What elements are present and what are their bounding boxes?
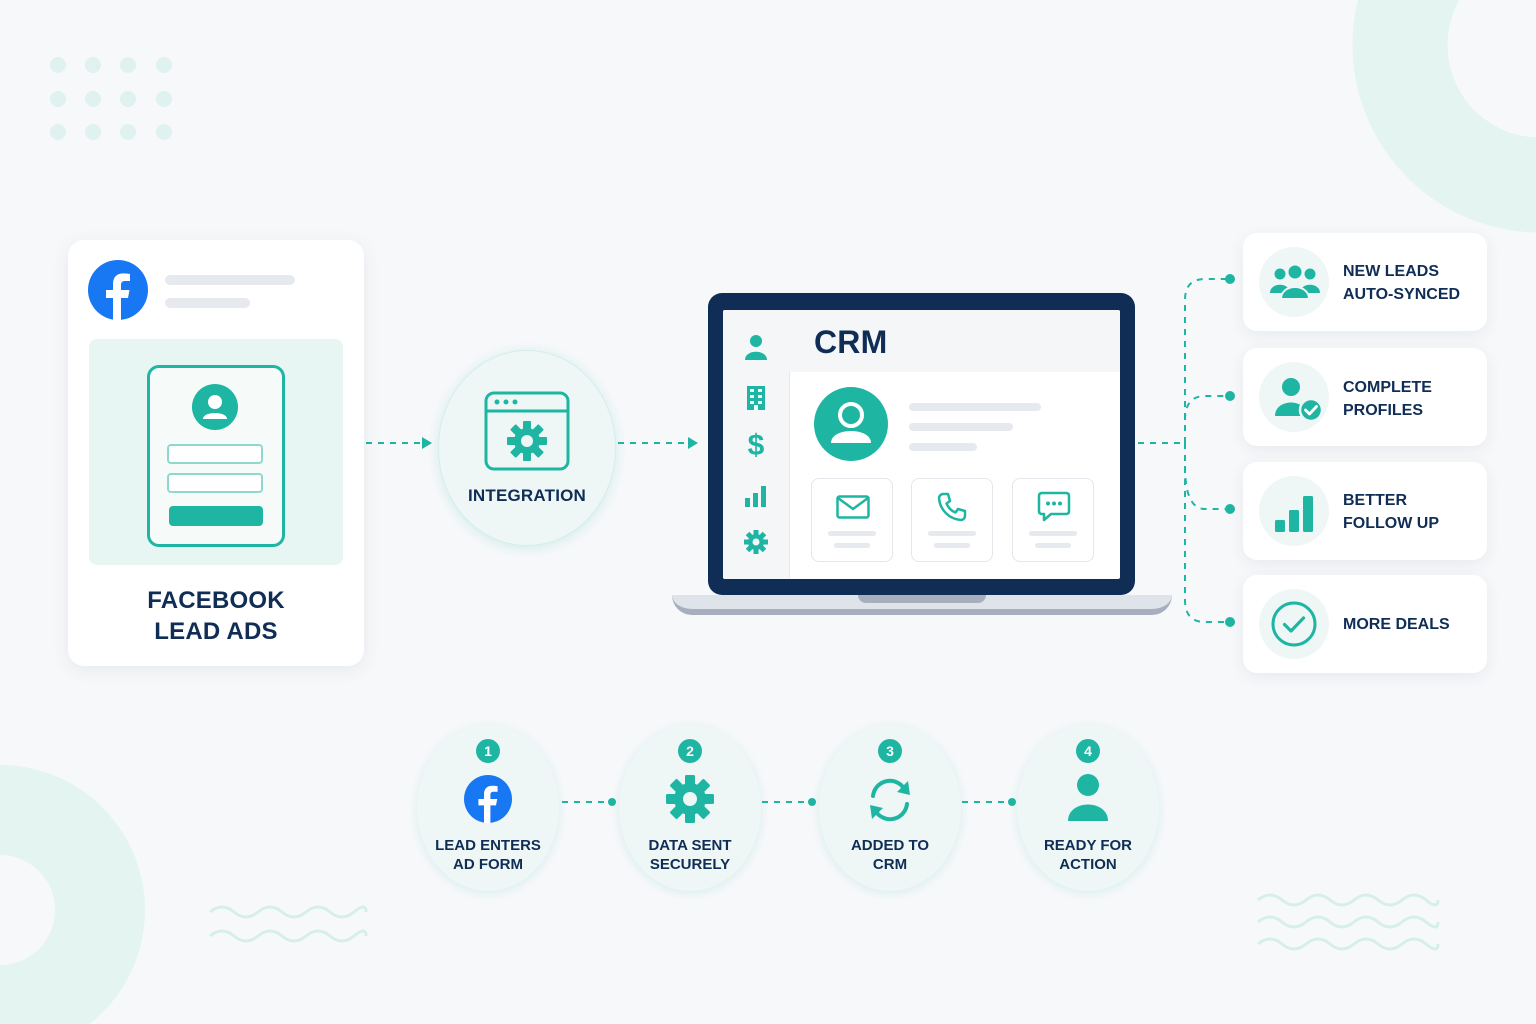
facebook-icon xyxy=(464,775,512,823)
placeholder-line xyxy=(834,543,870,548)
source-title: FACEBOOK LEAD ADS xyxy=(147,587,285,645)
placeholder-line xyxy=(165,275,295,285)
form-frame xyxy=(147,365,285,547)
placeholder-line xyxy=(1035,543,1071,548)
benefit-icon-wrap xyxy=(1259,247,1329,317)
gear-icon xyxy=(666,775,714,823)
crm-sidebar: $ xyxy=(723,310,790,579)
facebook-lead-ads-card: FACEBOOK LEAD ADS xyxy=(68,240,364,666)
form-input-field xyxy=(167,444,263,464)
user-avatar-icon xyxy=(192,384,238,430)
gear-icon xyxy=(744,530,768,554)
integration-node: INTEGRATION xyxy=(438,350,616,546)
facebook-icon xyxy=(88,260,148,320)
phone-icon xyxy=(937,492,967,522)
check-circle-icon xyxy=(1271,601,1317,647)
chat-action-card[interactable] xyxy=(1012,478,1094,562)
benefit-more-deals: MORE DEALS xyxy=(1243,575,1487,673)
step-number-badge: 1 xyxy=(476,739,500,763)
gear-window-icon xyxy=(484,391,570,471)
step-number-badge: 2 xyxy=(678,739,702,763)
crm-header-bar xyxy=(789,310,1120,372)
crm-title: CRM xyxy=(814,324,888,360)
step-number-badge: 4 xyxy=(1076,739,1100,763)
placeholder-line xyxy=(909,423,1013,431)
benefit-icon-wrap xyxy=(1259,476,1329,546)
lead-form-preview xyxy=(89,339,343,565)
benefit-icon-wrap xyxy=(1259,362,1329,432)
chat-icon xyxy=(1037,491,1071,522)
sync-icon xyxy=(870,778,910,822)
placeholder-line xyxy=(909,403,1041,411)
mail-icon xyxy=(836,495,870,519)
placeholder-line xyxy=(909,443,977,451)
placeholder-line xyxy=(828,531,876,536)
group-icon xyxy=(1270,263,1320,300)
step-number-badge: 3 xyxy=(878,739,902,763)
benefit-label: MORE DEALS xyxy=(1343,616,1450,633)
building-icon xyxy=(747,386,765,410)
user-icon xyxy=(745,335,767,360)
user-icon xyxy=(1068,774,1108,821)
bar-chart-icon xyxy=(745,486,766,507)
placeholder-line xyxy=(165,298,250,308)
email-action-card[interactable] xyxy=(811,478,893,562)
placeholder-line xyxy=(1029,531,1077,536)
crm-laptop: $ CRM xyxy=(672,293,1172,623)
user-check-icon xyxy=(1275,378,1323,422)
placeholder-line xyxy=(934,543,970,548)
dollar-icon: $ xyxy=(747,429,765,462)
crm-screen: $ CRM xyxy=(723,310,1120,579)
contact-avatar-icon xyxy=(814,387,888,461)
placeholder-line xyxy=(928,531,976,536)
bar-chart-icon xyxy=(1275,496,1313,532)
laptop-notch xyxy=(858,595,986,603)
phone-action-card[interactable] xyxy=(911,478,993,562)
benefit-icon-wrap xyxy=(1259,589,1329,659)
form-submit-button xyxy=(169,506,263,526)
integration-label: INTEGRATION xyxy=(467,486,587,505)
laptop-base xyxy=(672,595,1172,615)
form-input-field xyxy=(167,473,263,493)
